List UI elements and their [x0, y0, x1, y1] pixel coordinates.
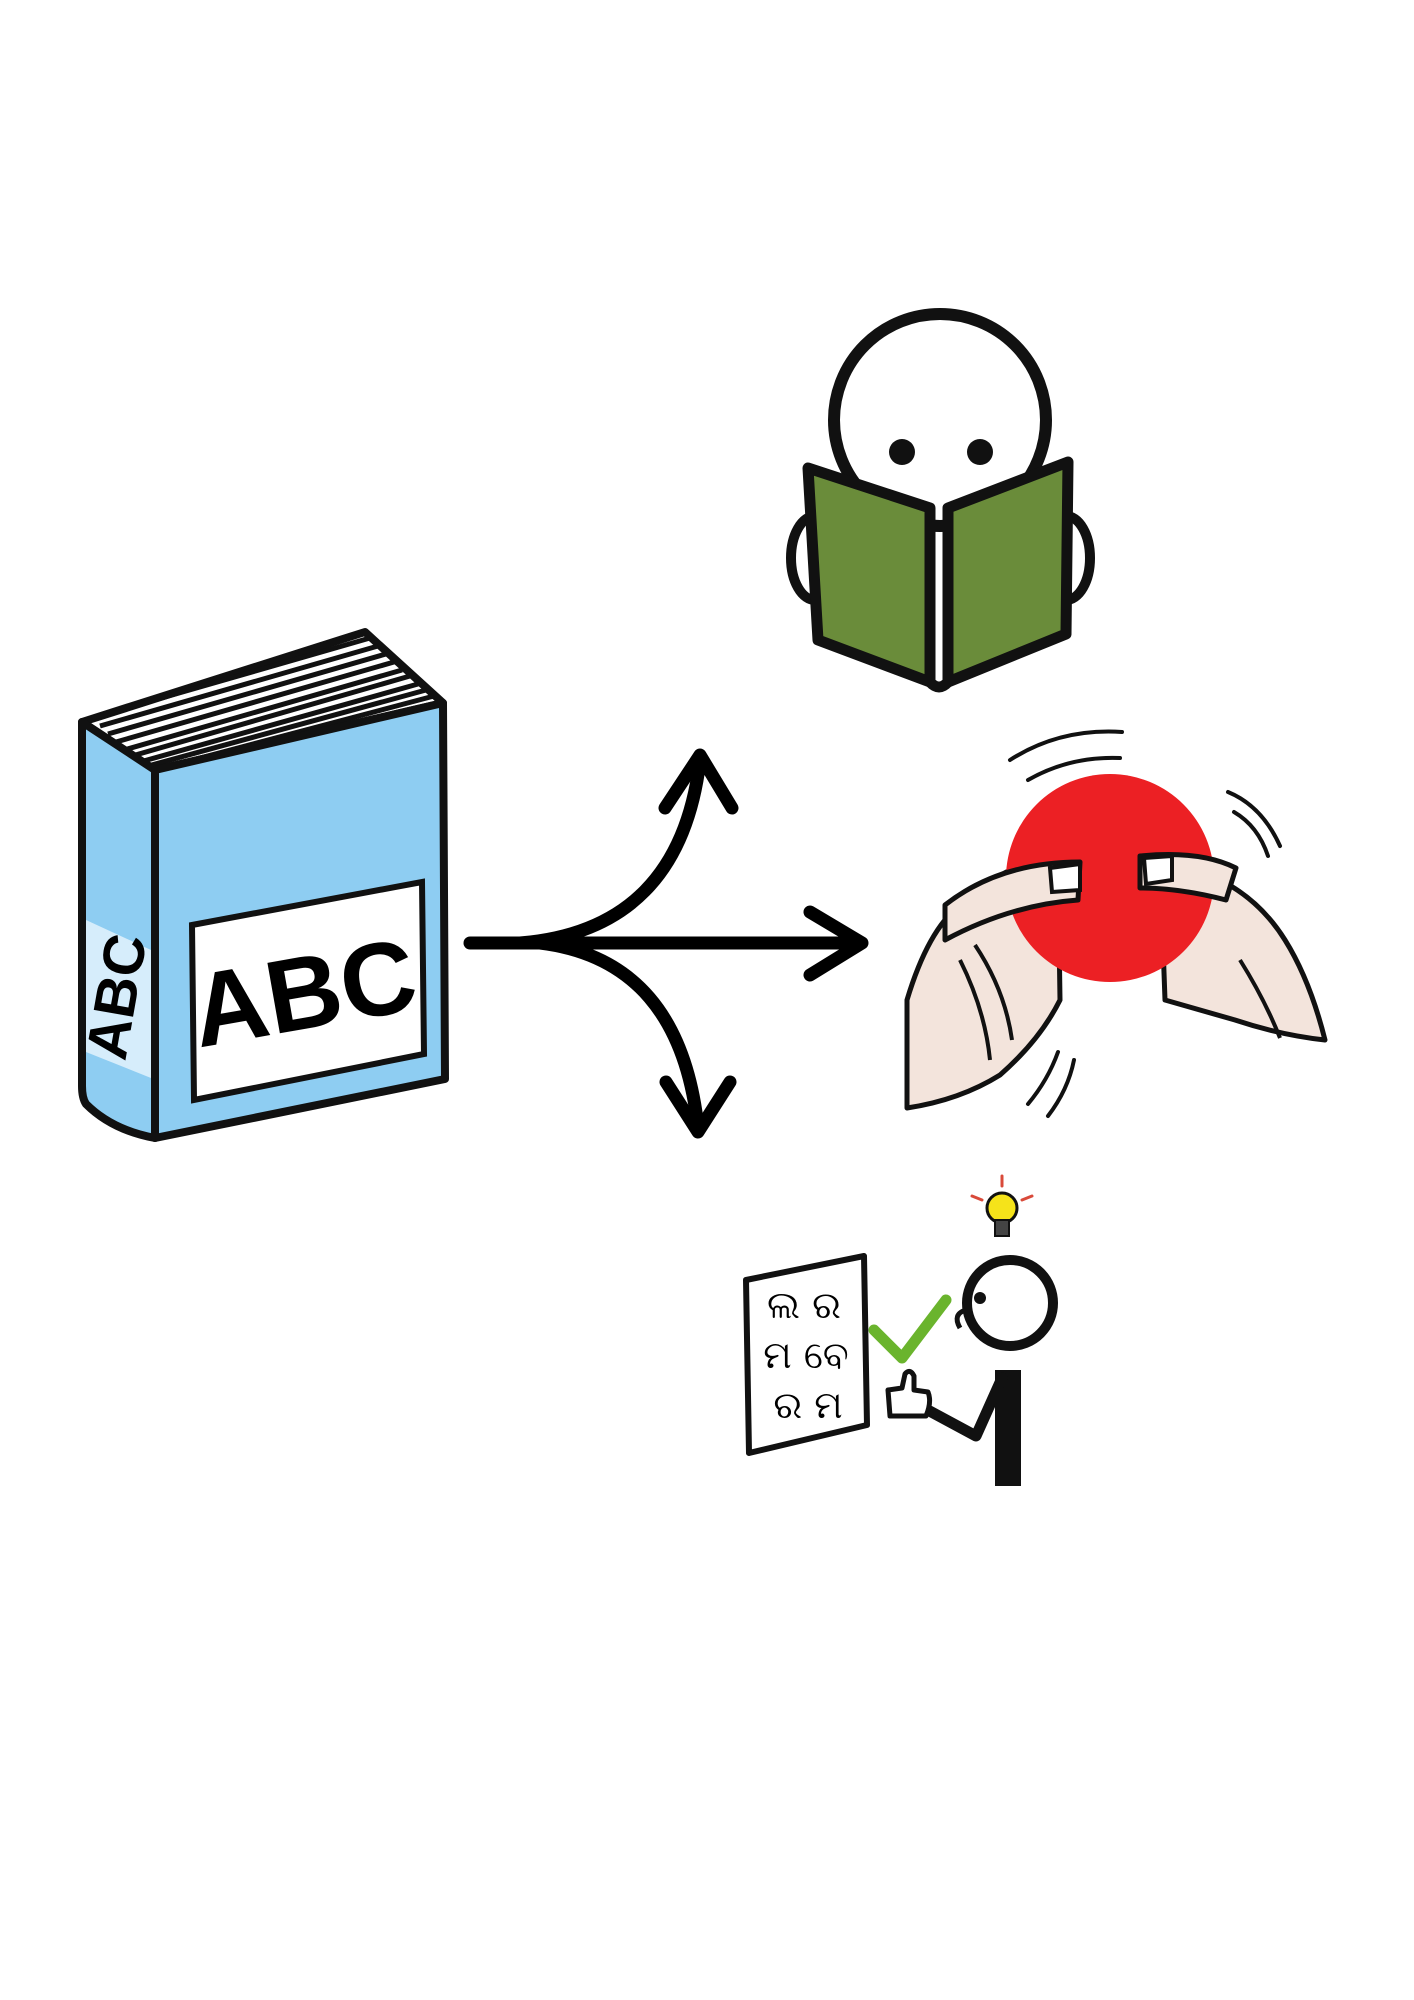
red-ball: [1006, 774, 1214, 982]
branching-arrows: [463, 748, 869, 1139]
squeeze-ball-pictogram: [904, 729, 1328, 1118]
letter-board: [743, 1253, 870, 1456]
arrowhead-right-icon: [803, 905, 869, 982]
letter-row-3: ର ମ: [773, 1383, 842, 1427]
abc-book: ABC ABC: [74, 628, 449, 1142]
letter-row-1: ଲ ର: [767, 1283, 841, 1327]
learner-arm: [918, 1372, 1008, 1442]
hands-icon: [942, 852, 1282, 1061]
open-book-icon: [802, 456, 1074, 693]
arrow-curve-up: [513, 753, 707, 950]
spine-stripe: [86, 920, 151, 1078]
understand-letters-pictogram: ଲ ର ମ ବେ ର ମ: [743, 1174, 1058, 1486]
thumbs-up-icon: [885, 1368, 933, 1419]
arrowhead-up-icon: [658, 748, 739, 815]
arrowhead-down-icon: [659, 1075, 737, 1139]
motion-lines: [1008, 729, 1282, 1118]
arrow-curve-down: [533, 936, 705, 1135]
reader-face-icon: [828, 308, 1052, 532]
check-mark-icon: [868, 1294, 952, 1364]
cover-label-box: [188, 878, 428, 1104]
letter-row-2: ମ ବେ: [763, 1333, 848, 1377]
light-bulb-icon: [970, 1174, 1034, 1237]
read-book-pictogram: [786, 308, 1095, 693]
learner-head: [962, 1255, 1058, 1351]
